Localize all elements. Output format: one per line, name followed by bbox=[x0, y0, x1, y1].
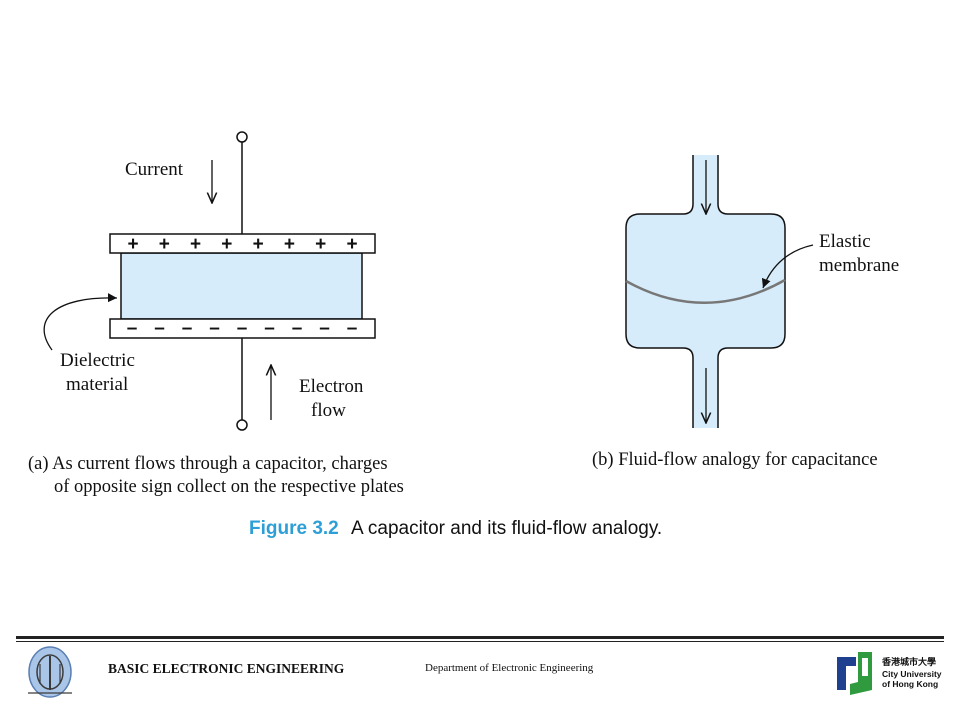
plus-sign: + bbox=[190, 234, 201, 255]
membrane-label-line1: Elastic bbox=[819, 231, 871, 252]
positive-charges: + + + + + + + + bbox=[127, 234, 357, 255]
plus-sign: + bbox=[284, 234, 295, 255]
dielectric-label-line1: Dielectric bbox=[60, 350, 135, 371]
plus-sign: + bbox=[159, 234, 170, 255]
elastic-membrane bbox=[625, 278, 786, 304]
membrane-label: Elastic membrane bbox=[819, 231, 899, 276]
department-emblem-icon bbox=[28, 646, 72, 698]
department-name: Department of Electronic Engineering bbox=[425, 662, 594, 674]
dielectric-material bbox=[120, 252, 363, 320]
caption-b: (b) Fluid-flow analogy for capacitance bbox=[592, 450, 878, 470]
capacitor-part-a: Current ++++++++ ––––––––– Electron flow… bbox=[28, 131, 404, 497]
top-plate bbox=[109, 233, 376, 254]
cityu-english-line1: City University bbox=[882, 669, 942, 679]
cityu-english-line2: of Hong Kong bbox=[882, 679, 938, 689]
minus-sign: – bbox=[209, 318, 220, 339]
caption-a-line2: of opposite sign collect on the respecti… bbox=[54, 477, 404, 497]
course-title: BASIC ELECTRONIC ENGINEERING bbox=[108, 661, 345, 676]
cityu-chinese-name: 香港城市大學 bbox=[881, 656, 936, 668]
membrane-label-line2: membrane bbox=[819, 255, 899, 276]
bottom-terminal bbox=[236, 419, 248, 431]
negative-charges: ––––––––– bbox=[127, 318, 358, 339]
membrane-pointer-arrow bbox=[761, 244, 814, 289]
footer-rule-thick bbox=[16, 636, 944, 639]
plus-sign: + bbox=[221, 234, 232, 255]
fluid-analogy-part-b: Elastic membrane (b) Fluid-flow analogy … bbox=[592, 155, 899, 470]
figure-caption: Figure 3.2 A capacitor and its fluid-flo… bbox=[249, 518, 662, 539]
plus-sign: + bbox=[127, 234, 138, 255]
minus-sign: – bbox=[292, 318, 303, 339]
top-terminal bbox=[236, 131, 248, 143]
figure-title: A capacitor and its fluid-flow analogy. bbox=[351, 518, 662, 539]
footer-rule-thin bbox=[16, 641, 944, 642]
cityu-logo: 香港城市大學 City University of Hong Kong bbox=[837, 652, 942, 695]
minus-sign: – bbox=[347, 318, 358, 339]
dielectric-label-line2: material bbox=[66, 374, 128, 395]
electron-flow-label-line2: flow bbox=[311, 400, 346, 421]
minus-sign: – bbox=[319, 318, 330, 339]
caption-a-line1: (a) As current flows through a capacitor… bbox=[28, 454, 388, 474]
plus-sign: + bbox=[253, 234, 264, 255]
figure-number: Figure 3.2 bbox=[249, 518, 339, 539]
electron-flow-label: Electron flow bbox=[299, 376, 368, 421]
minus-sign: – bbox=[154, 318, 165, 339]
minus-sign: – bbox=[127, 318, 138, 339]
caption-a: (a) As current flows through a capacitor… bbox=[28, 454, 404, 497]
minus-sign: – bbox=[264, 318, 275, 339]
minus-sign: – bbox=[237, 318, 248, 339]
dielectric-pointer-arrow bbox=[43, 293, 118, 351]
electron-flow-label-line1: Electron bbox=[299, 376, 364, 397]
cityu-emblem-icon bbox=[837, 652, 872, 695]
minus-sign: – bbox=[182, 318, 193, 339]
plus-sign: + bbox=[315, 234, 326, 255]
fluid-vessel bbox=[626, 155, 785, 428]
plus-sign: + bbox=[346, 234, 357, 255]
current-label: Current bbox=[125, 159, 184, 180]
dielectric-label: Dielectric material bbox=[60, 350, 140, 395]
